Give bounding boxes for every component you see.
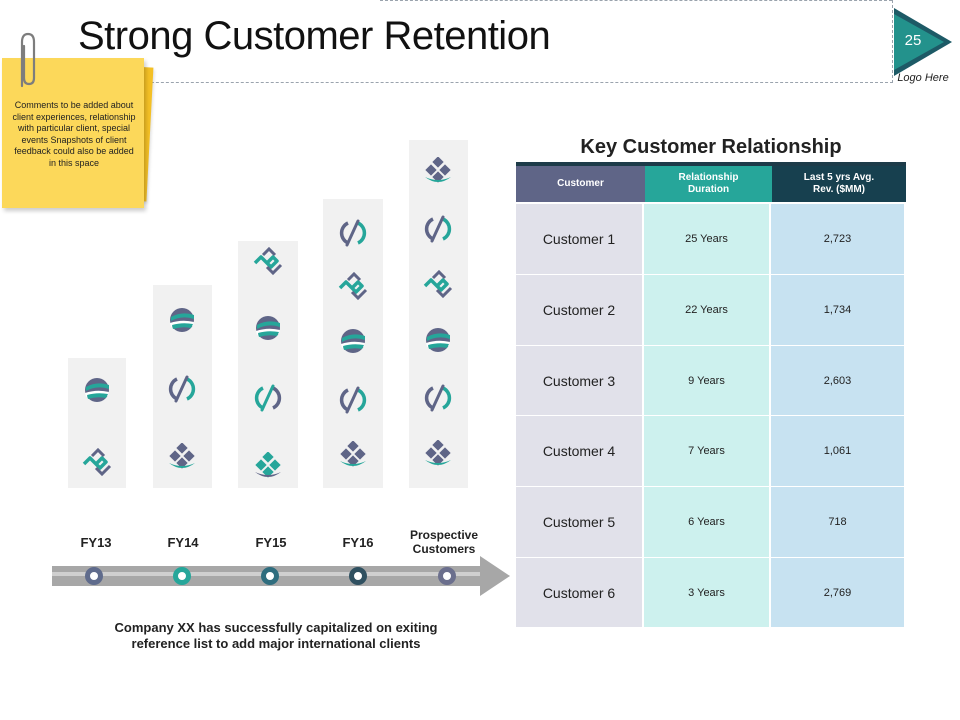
swirl-arrow-icon [423,270,453,300]
table-row-3-duration: 9 Years [644,346,769,416]
timeline-caption: Company XX has successfully capitalized … [60,620,492,652]
title-frame [56,0,893,83]
table-row-5-revenue: 718 [771,487,904,558]
timeline-dot-prospective [438,567,456,585]
globe-icon [338,326,368,356]
header-revenue-line2: Rev. ($MM) [812,184,866,195]
table-title-rule [516,162,906,166]
circle-slash-icon [423,383,453,413]
diamond-cluster-icon [167,443,197,473]
diamond-cluster-icon [253,452,283,482]
diamond-cluster-icon [423,157,453,187]
header-customer-label: Customer [557,178,604,189]
header-duration-line2: Duration [687,184,730,195]
globe-icon [167,305,197,335]
label-prospective-line2: Customers [412,542,476,556]
table-row-2-revenue: 1,734 [771,275,904,346]
circle-slash-icon [338,218,368,248]
timeline-caption-line1: Company XX has successfully capitalized … [114,620,438,635]
header-duration: Relationship Duration [645,166,772,202]
page-number: 25 [904,32,922,49]
table-row-4-duration: 7 Years [644,416,769,487]
globe-icon [423,325,453,355]
bar-fy15 [238,241,298,488]
table-row-1-duration: 25 Years [644,204,769,275]
table-row-4-revenue: 1,061 [771,416,904,487]
paperclip-icon [20,32,36,88]
table-row-5-customer: Customer 5 [516,487,642,558]
circle-slash-icon [167,374,197,404]
header-duration-line1: Relationship [678,172,739,183]
globe-icon [253,313,283,343]
table-row-6-customer: Customer 6 [516,558,642,628]
swirl-arrow-icon [338,272,368,302]
label-fy16: FY16 [342,535,374,550]
circle-slash-icon [423,214,453,244]
table-row-4-customer: Customer 4 [516,416,642,487]
table-row-2-customer: Customer 2 [516,275,642,346]
table-row-2-duration: 22 Years [644,275,769,346]
table-row-1-revenue: 2,723 [771,204,904,275]
label-prospective-line1: Prospective [409,528,479,542]
table-row-3-customer: Customer 3 [516,346,642,416]
timeline-dot-fy15 [261,567,279,585]
header-revenue: Last 5 yrs Avg. Rev. ($MM) [772,166,906,202]
timeline-dot-fy13 [85,567,103,585]
circle-slash-icon [338,385,368,415]
globe-icon [82,375,112,405]
sticky-note-text: Comments to be added about client experi… [12,100,136,168]
title-frame-top [380,0,892,2]
circle-slash-icon [253,383,283,413]
page-number-arrow-icon [894,8,952,76]
table-row-6-duration: 3 Years [644,558,769,628]
diamond-cluster-icon [423,440,453,470]
table-row-1-customer: Customer 1 [516,204,642,275]
slide-title: Strong Customer Retention [78,14,551,58]
label-prospective: Prospective Customers [400,528,488,556]
diamond-cluster-icon [338,441,368,471]
table-row-5-duration: 6 Years [644,487,769,558]
header-revenue-line1: Last 5 yrs Avg. [803,172,875,183]
timeline-caption-line2: reference list to add major internationa… [131,636,421,651]
label-fy14: FY14 [167,535,199,550]
bar-prospective [409,140,468,488]
timeline-dot-fy16 [349,567,367,585]
swirl-arrow-icon [82,448,112,478]
table-title: Key Customer Relationship [580,136,842,158]
header-customer: Customer [516,166,645,202]
logo-placeholder: Logo Here [897,72,949,84]
table-row-3-revenue: 2,603 [771,346,904,416]
table-row-6-revenue: 2,769 [771,558,904,628]
swirl-arrow-icon [253,247,283,277]
label-fy15: FY15 [255,535,287,550]
timeline-dot-fy14 [173,567,191,585]
label-fy13: FY13 [80,535,112,550]
